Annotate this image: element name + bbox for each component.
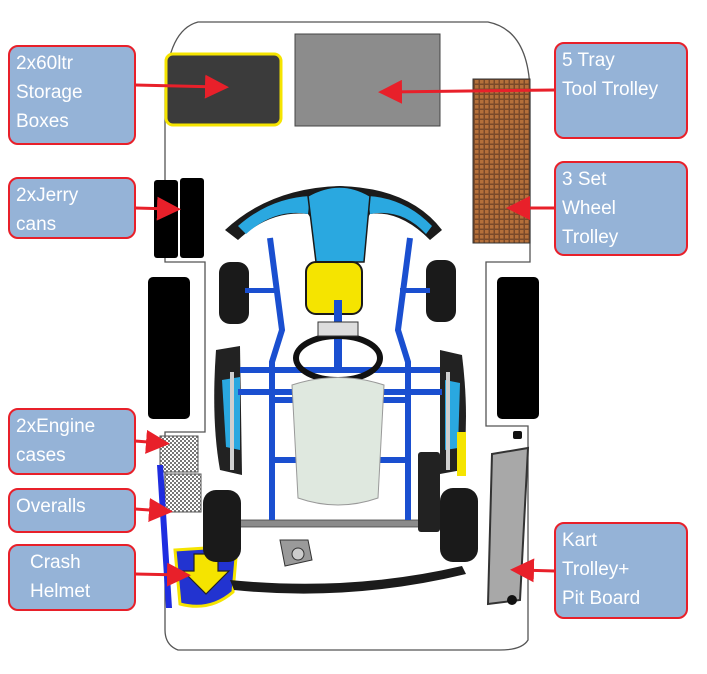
seat xyxy=(291,377,385,506)
label-storage-boxes: 2x60ltr Storage Boxes xyxy=(8,45,136,145)
label-crash-helmet: Crash Helmet xyxy=(8,544,136,611)
jerry-can-left xyxy=(154,180,178,258)
left-pad xyxy=(148,277,190,419)
label-tool-trolley: 5 Tray Tool Trolley xyxy=(554,42,688,139)
arrow-kart-trolley xyxy=(510,558,556,583)
arrow-storage xyxy=(134,74,229,99)
right-pad xyxy=(497,277,539,419)
engine-case-top xyxy=(159,435,199,473)
arrow-tool xyxy=(378,79,556,104)
nose-cone-blue xyxy=(238,196,310,234)
rear-tyre-left xyxy=(203,490,241,562)
label-overalls: Overalls xyxy=(8,488,136,533)
arrow-overalls xyxy=(134,497,173,522)
arrow-jerry xyxy=(134,196,181,221)
label-kart-trolley: Kart Trolley+ Pit Board xyxy=(554,522,688,619)
rear-tyre-right xyxy=(440,488,478,562)
front-panel xyxy=(307,186,371,263)
arrow-engine xyxy=(134,429,170,454)
pit-board-handle xyxy=(513,431,522,439)
jerry-can-right xyxy=(180,178,204,258)
engine xyxy=(418,452,440,532)
kart-trolley xyxy=(486,446,530,606)
side-pod-right-yellow xyxy=(457,432,466,476)
rear-bumper xyxy=(230,566,466,594)
trolley-wheel xyxy=(507,595,517,605)
front-tyre-left xyxy=(219,262,249,324)
engine-case-bottom xyxy=(164,473,202,513)
arrows xyxy=(134,74,556,587)
tool-trolley xyxy=(294,33,441,127)
label-wheel-trolley: 3 Set Wheel Trolley xyxy=(554,161,688,256)
chassis-silver xyxy=(230,372,450,470)
wheel-trolley xyxy=(472,78,531,244)
storage-box xyxy=(164,52,283,127)
label-jerry-cans: 2xJerry cans xyxy=(8,177,136,239)
label-engine-cases: 2xEngine cases xyxy=(8,408,136,475)
front-tyre-right xyxy=(426,260,456,322)
kart xyxy=(203,186,478,594)
arrow-helmet xyxy=(134,562,191,587)
